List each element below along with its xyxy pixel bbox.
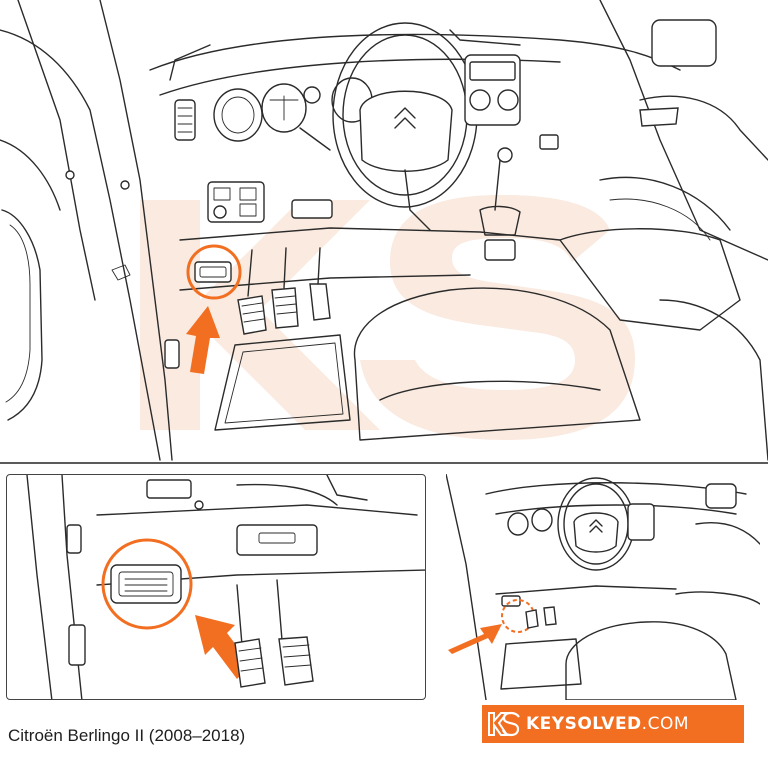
closeup-illustration-drawing	[26, 475, 425, 699]
closeup-arrow-icon	[195, 615, 251, 679]
citroen-chevron-icon	[394, 107, 416, 129]
brand-suffix: .COM	[641, 714, 689, 734]
highlight-circle-icon	[186, 244, 242, 300]
main-illustration-drawing	[0, 0, 768, 461]
main-illustration	[0, 0, 768, 462]
overview-illustration-drawing	[446, 474, 760, 700]
vehicle-caption: Citroën Berlingo II (2008–2018)	[8, 726, 246, 745]
closeup-highlight-circle-icon	[101, 538, 193, 630]
closeup-obd-port-icon	[110, 564, 182, 604]
closeup-illustration	[6, 474, 426, 700]
arrow-icon	[186, 306, 220, 374]
overview-arrow-icon	[448, 624, 502, 654]
ks-watermark	[140, 195, 635, 440]
ks-logo-icon	[482, 705, 526, 743]
section-divider	[0, 462, 768, 464]
overview-illustration	[446, 474, 760, 700]
overview-obd-port-icon	[501, 595, 521, 607]
brand-banner[interactable]: KEYSOLVED.COM	[482, 705, 744, 743]
brand-name: KEYSOLVED	[526, 714, 642, 734]
obd-port-icon	[194, 261, 232, 283]
